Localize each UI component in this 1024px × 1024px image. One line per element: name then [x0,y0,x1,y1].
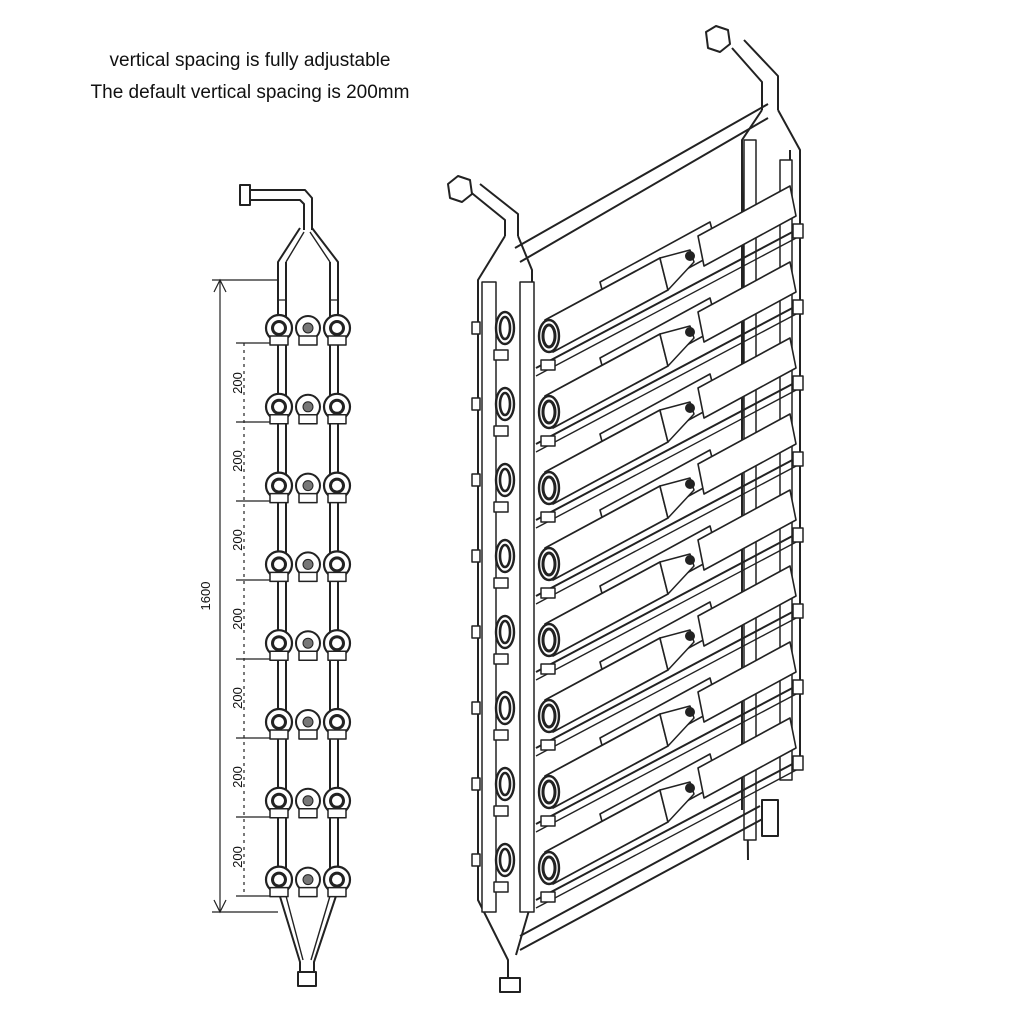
bottle-body [697,337,797,419]
back-wall-arm [731,39,779,110]
bottle-holder [269,335,289,346]
bottle-neck [659,629,695,671]
front-bottle-row [264,865,352,898]
dimension-lines [212,278,278,914]
isometric-rack-view [447,25,804,993]
bottle-holder [327,808,347,819]
dim-total-label: 1600 [198,582,213,611]
bottle-neck [659,249,695,291]
dim-spacing-label: 200 [230,608,245,630]
iso-bottle-row [471,489,804,681]
front-bottle-row [264,471,352,504]
back-frame [741,109,801,861]
front-bottle-row [264,313,352,346]
front-rail-right [519,281,535,913]
front-bottle-row [264,707,352,740]
iso-bottle-row [471,641,804,833]
bottle-holder [540,739,556,751]
bottle-body [697,185,797,267]
bottle-body [697,641,797,723]
bottle-holder [269,808,289,819]
bottle-holder [269,886,289,898]
bottle-holder [327,886,347,898]
bottle-holder [269,729,289,740]
shelf-rod [535,683,801,825]
bottle-holder [540,815,556,827]
bottle-neck [659,325,695,367]
front-wall-arm [467,183,519,236]
iso-bottle-row [471,717,804,909]
bottle-body [697,413,797,495]
iso-bottle-row [471,261,804,453]
shelf-rod [535,759,801,901]
bottle-holder [327,414,347,425]
dim-spacing-label: 200 [230,529,245,551]
bottle-holder [269,650,289,661]
front-bottle-row [264,550,352,583]
iso-bottle-row [471,413,804,605]
bottle-neck [659,477,695,519]
bottom-crossbar [519,805,771,951]
bottle-neck [659,705,695,747]
bottle-body [697,489,797,571]
front-floor-foot [499,977,521,993]
shelf-rod [535,531,801,673]
front-wall-plate [447,175,473,203]
dim-spacing-label: 200 [230,372,245,394]
bottle-body [697,261,797,343]
bottle-holder [540,587,556,599]
front-bottle-row [264,786,352,819]
bottle-holder [327,571,347,583]
floor-foot [297,971,317,987]
front-rail-left [481,281,497,913]
bottle-holder [540,511,556,523]
back-wall-plate [705,25,731,53]
dim-total-arrows [213,278,227,914]
shelf-rod [535,379,801,521]
iso-bottle-row [471,185,804,377]
frame-top-taper-inner [285,231,331,263]
front-elevation-view [239,184,352,987]
shelf-rod [535,607,801,749]
dim-spacing-label: 200 [230,846,245,868]
bottle-neck [659,401,695,443]
caption-default-spacing: The default vertical spacing is 200mm [90,82,410,103]
shelf-rod [535,227,801,369]
frame-bottom-taper [277,889,339,980]
back-floor-foot [761,799,779,837]
bottle-body [697,717,797,799]
bottle-neck [659,553,695,595]
bottle-holder [540,435,556,447]
bottle-holder [269,571,289,583]
bottle-holder [269,414,289,425]
front-bottle-row [264,392,352,425]
bottle-holder [327,729,347,740]
iso-bottle-row [471,565,804,757]
front-bottle-row [264,629,352,661]
bottle-holder [540,891,556,903]
dim-spacing-label: 200 [230,450,245,472]
bottle-body [697,565,797,647]
dim-spacing-label: 200 [230,766,245,788]
top-crossbar [514,103,769,263]
bottle-neck [659,781,695,823]
caption-adjustable: vertical spacing is fully adjustable [109,50,391,71]
bottle-holder [327,492,347,504]
bottle-holder [327,650,347,661]
bottle-holder [327,335,347,346]
bottle-holder [269,492,289,504]
dim-total-line [212,279,278,913]
dim-spacing-label: 200 [230,687,245,709]
bottle-holder [540,663,556,675]
shelf-rod [535,455,801,597]
wall-plate [239,184,251,206]
wall-arm [250,189,313,230]
shelf-rod [535,303,801,445]
bottle-holder [540,359,556,371]
iso-bottle-row [471,337,804,529]
